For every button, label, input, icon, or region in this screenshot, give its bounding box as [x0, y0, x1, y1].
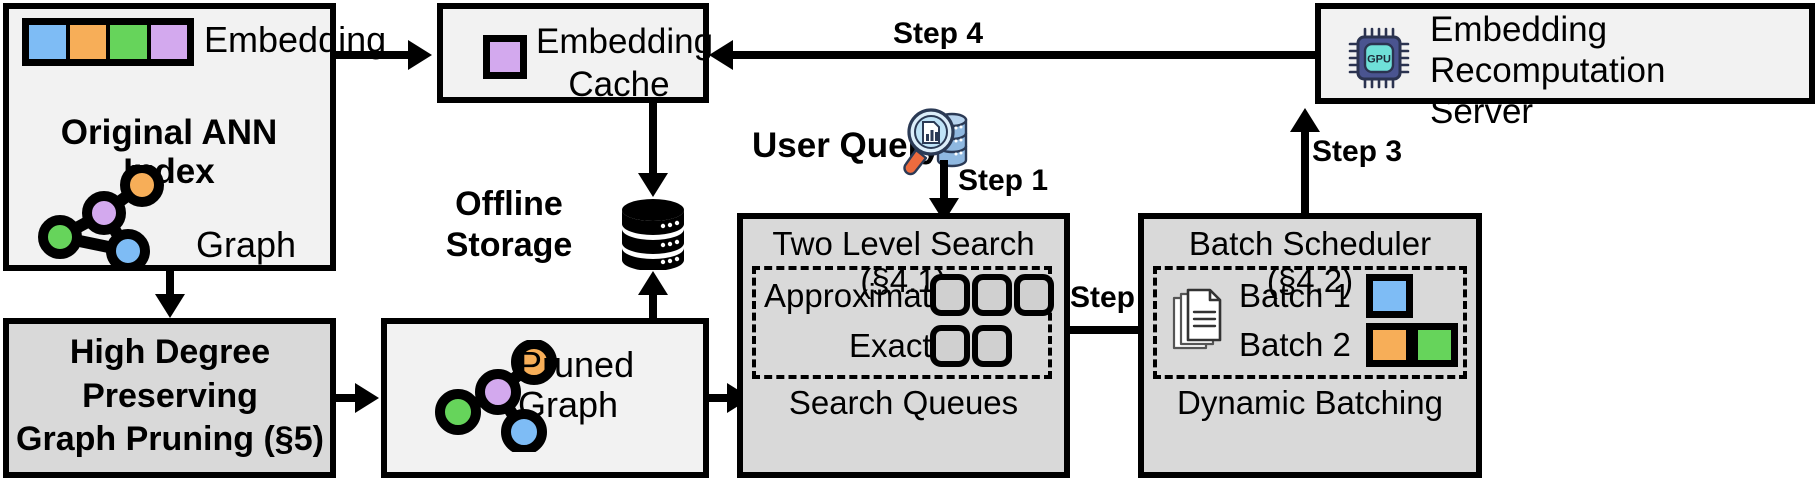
edge-index-to-pruning-head: [155, 294, 185, 318]
documents-stack-icon: [1172, 288, 1222, 350]
edge-index-to-pruning: [166, 271, 174, 297]
edge-step3-head: [1290, 108, 1320, 132]
edge-step2: [1070, 326, 1142, 334]
embedding-cell-purple: [150, 25, 187, 59]
search-row-exact-label: Exact: [849, 327, 932, 364]
database-cylinder-icon: [622, 199, 684, 270]
embedding-cache-chip: [483, 35, 527, 79]
graph-node-purple: [82, 191, 126, 235]
batch-2-item-orange: [1366, 323, 1413, 367]
pruned-graph: [435, 340, 557, 452]
graph-node-blue: [106, 229, 150, 269]
search-row-approximate-label: Approximate: [764, 277, 950, 314]
edge-step1: [940, 160, 948, 202]
search-slot-exact-1[interactable]: [930, 325, 970, 367]
recompute-server-title: Embedding Recomputation Server: [1430, 10, 1666, 131]
dynamic-batching-group: [1153, 266, 1467, 379]
pruned-node-green: [435, 389, 481, 435]
graph-node-orange: [120, 165, 164, 207]
edge-prunedgraph-to-storage-head: [638, 271, 668, 295]
graph-node-green: [38, 215, 82, 259]
search-slot-approx-3[interactable]: [1014, 274, 1054, 316]
batch-2-item-green: [1411, 323, 1458, 367]
dynamic-batching-label: Dynamic Batching: [1177, 384, 1443, 421]
search-slot-approx-1[interactable]: [930, 274, 970, 316]
edge-index-to-cache-head: [408, 40, 432, 70]
embedding-strip: [22, 18, 194, 66]
pruned-node-purple: [475, 369, 521, 415]
offline-storage-label: Offline Storage: [445, 185, 573, 265]
embedding-cell-green: [110, 25, 151, 59]
embedding-cell-orange: [69, 25, 110, 59]
edge-cache-to-storage-head: [638, 173, 668, 197]
embedding-cache-title: Embedding Cache: [536, 22, 714, 104]
search-slot-exact-2[interactable]: [972, 325, 1012, 367]
pruned-node-orange: [511, 340, 557, 385]
query-search-database-icon: [903, 108, 968, 176]
two-level-search-box: [737, 213, 1070, 478]
edge-pruning-to-prunedgraph: [336, 394, 360, 402]
gpu-chip-icon: GPU: [1348, 27, 1410, 89]
batch-1-label: Batch 1: [1239, 277, 1351, 314]
graph-pruning-title: High Degree Preserving Graph Pruning (§5…: [16, 333, 324, 459]
graph-pruning-box: [3, 318, 336, 478]
edge-step3: [1301, 131, 1309, 213]
step3-label: Step 3: [1312, 135, 1403, 168]
batch-2-label: Batch 2: [1239, 326, 1351, 363]
original-graph: [38, 165, 164, 269]
embedding-cell-blue: [29, 25, 70, 59]
edge-index-to-cache: [336, 51, 410, 59]
edge-prunedgraph-to-search: [709, 394, 731, 402]
pruned-node-blue: [501, 409, 547, 452]
step4-label: Step 4: [893, 17, 984, 50]
search-queues-group: [752, 266, 1052, 379]
search-queues-label: Search Queues: [788, 384, 1019, 421]
gpu-chip-text: GPU: [1367, 54, 1391, 66]
batch-1-item-blue: [1366, 274, 1413, 318]
edge-step4: [733, 51, 1315, 59]
edge-pruning-to-prunedgraph-head: [355, 383, 379, 413]
graph-label: Graph: [196, 224, 297, 265]
pruned-graph-label: Pruned Graph: [518, 344, 635, 426]
embedding-cache-box: [437, 3, 709, 103]
step1-label: Step 1: [958, 164, 1049, 197]
edge-cache-to-storage: [649, 103, 657, 175]
edge-step4-head: [709, 40, 733, 70]
search-slot-approx-2[interactable]: [972, 274, 1012, 316]
